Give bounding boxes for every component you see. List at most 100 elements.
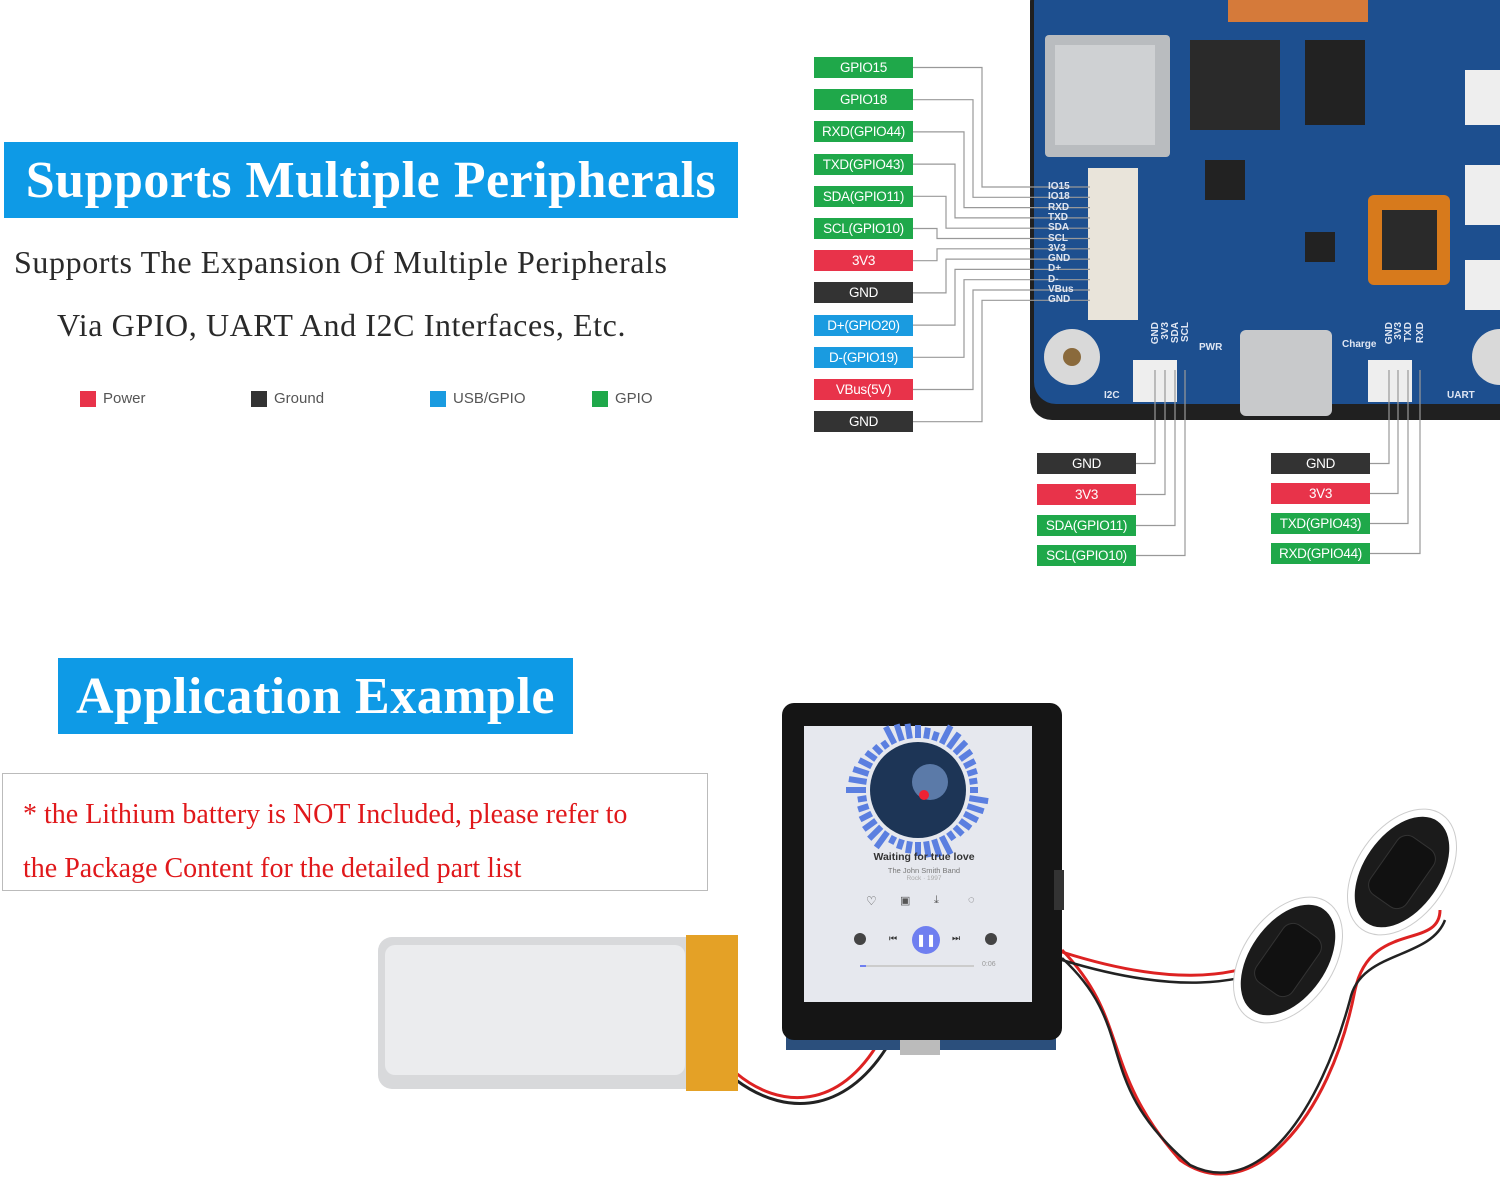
legend-label: Ground (274, 390, 325, 407)
visualizer-bar (893, 723, 905, 742)
i2c-silk: I2C (1104, 390, 1120, 401)
speaker-right (1346, 808, 1458, 936)
visualizer-bar (968, 777, 978, 785)
connector-line (1370, 370, 1409, 525)
song-title: Waiting for true love (873, 851, 975, 863)
connector-line (912, 66, 1090, 188)
repeat-icon[interactable] (985, 933, 997, 945)
uart-connector (1368, 360, 1412, 402)
charge-silk: Charge (1342, 339, 1377, 350)
legend-ground: Ground (251, 390, 324, 407)
legend-label: GPIO (615, 390, 653, 407)
like-icon[interactable]: ♡ (866, 894, 877, 908)
pin-label-gnd: GND (814, 282, 913, 304)
connector-line (912, 258, 1090, 294)
chip (1190, 40, 1280, 130)
speaker-wire-black (1061, 919, 1447, 1174)
pin-label-rxd-gpio44-: RXD(GPIO44) (814, 121, 913, 143)
pin-label-vbus-5v-: VBus(5V) (814, 379, 913, 400)
i2c-pin-scl-gpio10-: SCL(GPIO10) (1037, 545, 1136, 566)
elapsed-time: 0:06 (982, 961, 996, 968)
chip (1305, 40, 1365, 125)
visualizer-bar (858, 810, 874, 823)
comment-icon[interactable]: ◌ (968, 894, 975, 906)
i2c-pin-3v3: 3V3 (1037, 484, 1136, 505)
song-meta: Rock · 1997 (906, 875, 942, 882)
pin-label-d-gpio20-: D+(GPIO20) (814, 314, 913, 336)
header-silk-label: RXD (1048, 201, 1070, 213)
battery-wire-red (735, 1039, 882, 1100)
pin-label-gpio15: GPIO15 (814, 57, 913, 78)
connector-line (912, 279, 1090, 358)
connector-line (912, 99, 1090, 198)
header-connector (1088, 168, 1138, 320)
connector-line (912, 289, 1090, 391)
uart-silk-pin: TXD (1403, 322, 1414, 342)
battery-wire-black (735, 1041, 892, 1105)
visualizer-bar (857, 757, 874, 770)
legend-gpio: GPIO (592, 390, 653, 407)
usb-c-port (1240, 330, 1332, 416)
connector-line (1136, 370, 1176, 527)
connector-line (912, 268, 1090, 326)
visualizer-bar (958, 818, 973, 831)
previous-icon[interactable]: ⏮ (889, 933, 898, 943)
visualizer-bar (923, 840, 932, 858)
visualizer-bar (952, 739, 969, 756)
speaker-left (1232, 896, 1344, 1024)
visualizer-bar (862, 818, 878, 832)
next-icon[interactable]: ⏭ (952, 933, 961, 943)
legend-label: Power (103, 390, 146, 407)
connector-line (1136, 370, 1166, 496)
battery-note: * the Lithium battery is NOT Included, p… (2, 773, 708, 891)
pin-label-3v3: 3V3 (814, 250, 913, 272)
i2c-silk-pin: SCL (1180, 322, 1191, 342)
battery-tape (686, 935, 738, 1091)
header-silk-label: GND (1048, 294, 1071, 306)
note-line-2: the Package Content for the detailed par… (23, 853, 522, 884)
uart-pin-gnd: GND (1271, 453, 1370, 474)
album-art-visualizer (846, 723, 989, 858)
connector-line (1136, 370, 1156, 465)
song-artist: The John Smith Band (887, 866, 961, 875)
visualizer-bar (857, 803, 870, 813)
visualizer-bar (946, 830, 957, 842)
visualizer-bar (923, 727, 931, 740)
legend-label: USB/GPIO (453, 390, 526, 407)
visualizer-bar (952, 824, 965, 837)
connector-line (1370, 370, 1421, 555)
power-swatch (80, 390, 96, 407)
connector-line (912, 131, 1090, 209)
playlist-icon[interactable]: ▣ (900, 895, 911, 907)
visualizer-bar (867, 824, 884, 841)
connector-line (912, 248, 1090, 262)
pin-label-gnd: GND (814, 411, 913, 433)
legend-usb-gpio: USB/GPIO (430, 390, 526, 407)
progress-slider[interactable] (860, 965, 974, 967)
connector-line (912, 195, 1090, 229)
shuffle-icon[interactable] (854, 933, 866, 945)
connector-line (1370, 370, 1390, 465)
uart-pin-txd-gpio43-: TXD(GPIO43) (1271, 513, 1370, 534)
header-silk-label: VBus (1048, 284, 1074, 295)
connector-line (912, 163, 1090, 219)
pwr-silk: PWR (1199, 342, 1223, 353)
uart-silk: UART (1447, 390, 1475, 401)
fpc-connector (1228, 0, 1368, 22)
visualizer-bar (966, 767, 978, 777)
visualizer-bar (872, 744, 884, 756)
header-silk-label: SDA (1048, 222, 1070, 234)
pause-button[interactable]: ❚❚ (912, 926, 940, 954)
header-silk-label: IO18 (1048, 191, 1070, 203)
visualizer-bar (958, 748, 974, 762)
uart-silk-pin: RXD (1415, 322, 1426, 344)
visualizer-bar (846, 787, 866, 793)
section-title-banner: Supports Multiple Peripherals (4, 142, 738, 218)
visualizer-bar (895, 838, 905, 850)
visualizer-bar (970, 787, 978, 793)
application-example-banner: Application Example (58, 658, 573, 734)
uart-pin-3v3: 3V3 (1271, 483, 1370, 504)
visualizer-bar (883, 725, 898, 746)
download-icon[interactable]: ⤓ (934, 894, 939, 906)
header-silk-label: SCL (1048, 232, 1068, 244)
